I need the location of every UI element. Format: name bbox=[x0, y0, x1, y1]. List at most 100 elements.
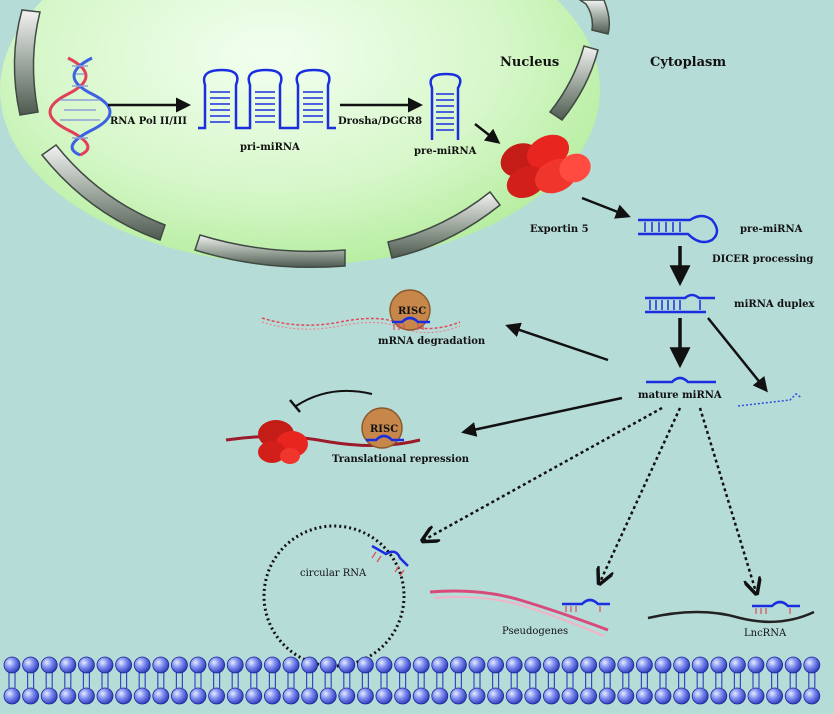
rna-pol-label: RNA Pol II/III bbox=[110, 116, 187, 127]
lipid-head-bottom bbox=[263, 687, 281, 705]
lipid-head-top bbox=[208, 656, 226, 674]
lipid-head-bottom bbox=[375, 687, 393, 705]
lipid-head-bottom bbox=[394, 687, 412, 705]
mrna-degradation-label: mRNA degradation bbox=[378, 336, 486, 347]
mirna-duplex bbox=[645, 293, 715, 314]
passenger-strand bbox=[737, 393, 803, 407]
lipid-head-bottom bbox=[226, 687, 244, 705]
risc-complex-degradation bbox=[389, 289, 431, 331]
lipid-head-top bbox=[59, 656, 77, 674]
lipid-head-top bbox=[505, 656, 523, 674]
lipid-head-top bbox=[189, 656, 207, 674]
lipid-head-bottom bbox=[747, 687, 765, 705]
nuclear-envelope bbox=[13, 0, 611, 269]
risc-complex-repression bbox=[361, 407, 403, 449]
lipid-head-top bbox=[524, 656, 542, 674]
lipid-head-top bbox=[636, 656, 653, 674]
lipid-head-top bbox=[766, 656, 783, 674]
lipid-head-top bbox=[301, 656, 319, 674]
lipid-head-bottom bbox=[78, 687, 95, 705]
lipid-head-top bbox=[394, 656, 412, 674]
mature-mirna-strand bbox=[646, 376, 716, 384]
lipid-head-top bbox=[449, 656, 467, 674]
cytoplasm-label: Cytoplasm bbox=[650, 55, 726, 70]
lipid-head-top bbox=[78, 656, 95, 674]
lipid-head-bottom bbox=[617, 687, 635, 705]
lipid-head-top bbox=[747, 656, 765, 674]
pre-mirna-cytoplasm-label: pre-miRNA bbox=[740, 224, 803, 235]
lipid-head-bottom bbox=[356, 687, 374, 705]
lipid-head-bottom bbox=[803, 687, 821, 705]
pre-mirna-nucleus-label: pre-miRNA bbox=[414, 146, 477, 157]
lipid-head-top bbox=[115, 656, 132, 674]
arrow-to-repression bbox=[461, 396, 623, 437]
target-arrows bbox=[424, 406, 756, 592]
lipid-head-top bbox=[133, 656, 151, 674]
lipid-head-bottom bbox=[691, 687, 709, 705]
lipid-head-bottom bbox=[543, 687, 560, 705]
lipid-head-bottom bbox=[40, 687, 58, 705]
lipid-head-top bbox=[282, 656, 300, 674]
lipid-head-top bbox=[356, 656, 374, 674]
pre-mirna-nucleus bbox=[429, 72, 462, 140]
lipid-head-top bbox=[22, 656, 40, 674]
pseudogene-transcript bbox=[429, 589, 610, 637]
lipid-head-top bbox=[654, 656, 672, 674]
lipid-head-bottom bbox=[598, 687, 616, 705]
nucleus bbox=[0, 0, 611, 269]
circular-rna-label: circular RNA bbox=[300, 568, 367, 579]
lipid-head-top bbox=[691, 656, 709, 674]
lipid-head-bottom bbox=[133, 687, 151, 705]
lipid-head-bottom bbox=[338, 687, 356, 705]
lipid-head-bottom bbox=[524, 687, 542, 705]
lipid-head-bottom bbox=[636, 687, 653, 705]
lipid-head-bottom bbox=[115, 687, 132, 705]
lipid-head-top bbox=[375, 656, 393, 674]
pre-mirna-cytoplasm bbox=[638, 214, 719, 244]
pri-mirna-structure bbox=[198, 68, 336, 130]
translational-repression-complex bbox=[225, 389, 421, 464]
lncrna-transcript bbox=[647, 600, 815, 624]
duplex-label: miRNA duplex bbox=[734, 299, 815, 310]
lipid-head-bottom bbox=[96, 687, 114, 705]
lipid-head-top bbox=[468, 656, 486, 674]
lipid-head-bottom bbox=[505, 687, 523, 705]
arrow-passenger-strand bbox=[707, 317, 768, 393]
lipid-head-bottom bbox=[301, 687, 319, 705]
lipid-head-bottom bbox=[59, 687, 77, 705]
lipid-head-top bbox=[617, 656, 635, 674]
translational-repression-label: Translational repression bbox=[332, 454, 470, 465]
lipid-head-bottom bbox=[784, 687, 802, 705]
nucleus-label: Nucleus bbox=[500, 55, 559, 70]
lipid-head-bottom bbox=[654, 687, 672, 705]
lipid-head-top bbox=[580, 656, 597, 674]
dicer-label: DICER processing bbox=[712, 254, 813, 265]
arrow-export bbox=[581, 196, 631, 219]
arrow-to-exportin bbox=[474, 123, 501, 144]
lipid-head-bottom bbox=[208, 687, 226, 705]
lipid-head-bottom bbox=[729, 687, 746, 705]
lipid-head-top bbox=[338, 656, 356, 674]
lipid-head-top bbox=[3, 656, 21, 674]
lipid-head-bottom bbox=[22, 687, 40, 705]
lipid-head-top bbox=[152, 656, 170, 674]
lipid-head-top bbox=[710, 656, 728, 674]
lipid-head-top bbox=[543, 656, 560, 674]
lipid-head-bottom bbox=[245, 687, 263, 705]
lipid-head-bottom bbox=[468, 687, 486, 705]
lipid-head-top bbox=[412, 656, 430, 674]
ribosome bbox=[258, 420, 308, 464]
lipid-head-bottom bbox=[189, 687, 207, 705]
lipid-head-bottom bbox=[152, 687, 170, 705]
circular-rna bbox=[262, 524, 409, 668]
lipid-head-top bbox=[245, 656, 263, 674]
lipid-head-top bbox=[598, 656, 616, 674]
lipid-head-bottom bbox=[673, 687, 690, 705]
lipid-head-top bbox=[263, 656, 281, 674]
exportin-5-channel bbox=[500, 134, 591, 199]
lipid-head-bottom bbox=[170, 687, 188, 705]
lipid-head-top bbox=[40, 656, 58, 674]
lipid-head-bottom bbox=[766, 687, 783, 705]
